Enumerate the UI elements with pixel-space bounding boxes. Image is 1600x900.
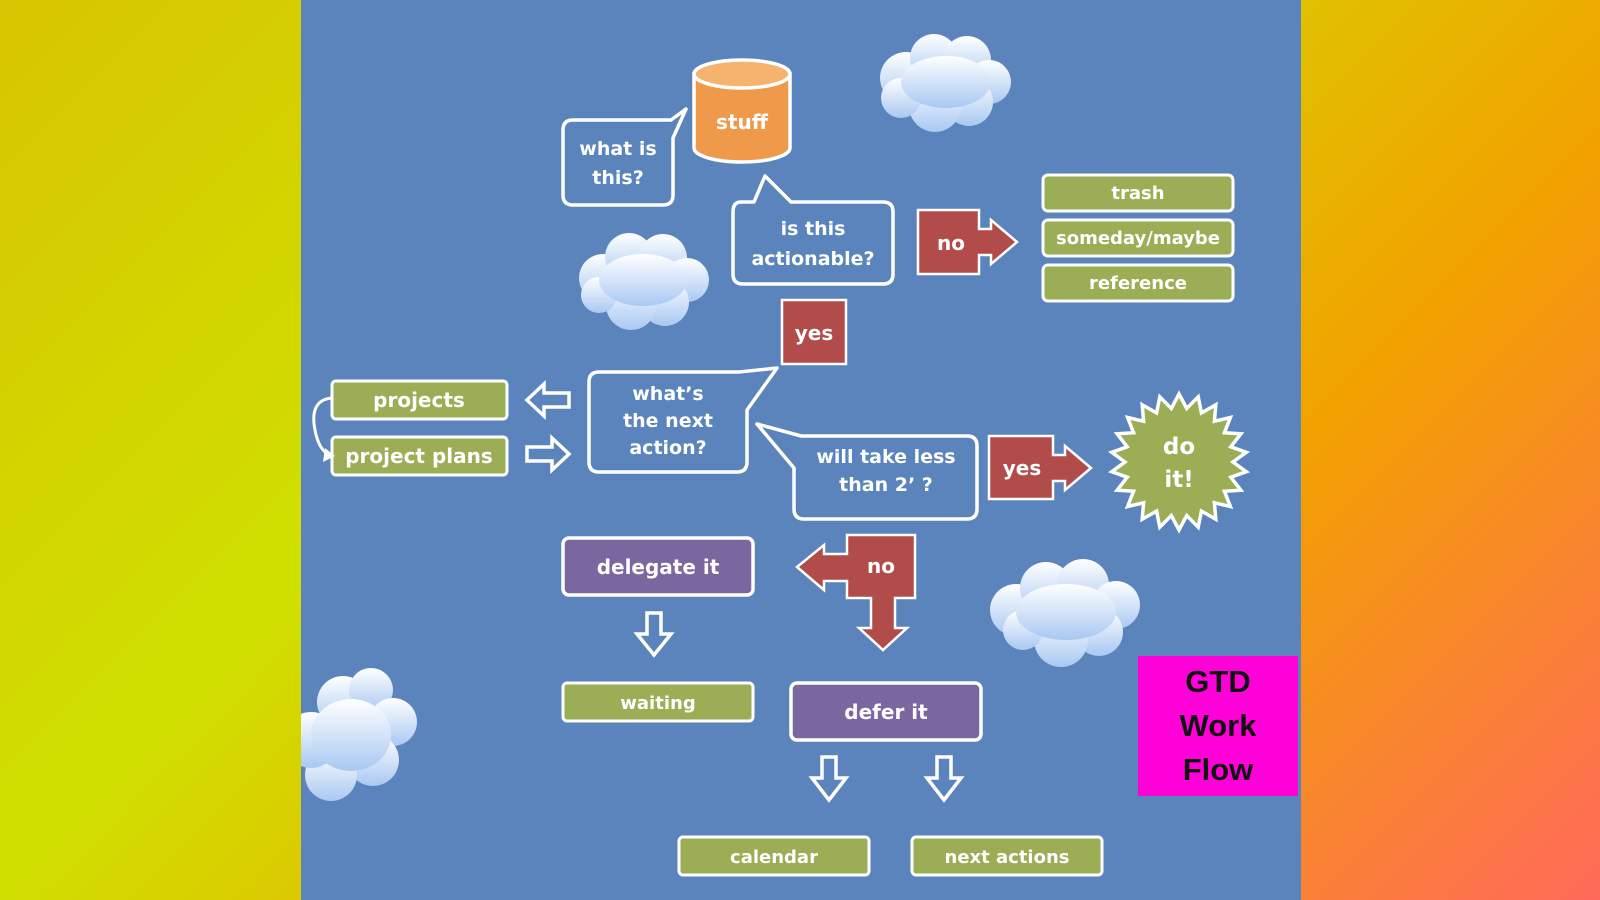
cloud-icon: [579, 233, 709, 330]
diagram-slide: stuff what is this? is this actionable? …: [301, 0, 1301, 900]
reference-label: reference: [1089, 273, 1187, 294]
calendar-label: calendar: [730, 847, 818, 868]
next-action-line-3: action?: [629, 437, 706, 459]
stuff-database: stuff: [692, 58, 792, 164]
calendar-box: calendar: [677, 835, 871, 877]
actionable-bubble: is this actionable?: [731, 174, 895, 286]
arrow-down-icon: [633, 611, 675, 658]
defer-it-box: defer it: [789, 681, 983, 742]
cloud-icon: [990, 559, 1140, 667]
next-actions-label: next actions: [945, 847, 1070, 868]
next-action-line-2: the next: [623, 410, 713, 432]
no-arrow-right: no: [916, 208, 1019, 276]
projects-label: projects: [373, 388, 465, 412]
yes-arrow-right: yes: [987, 434, 1093, 501]
actionable-line-1: is this: [781, 218, 846, 240]
next-action-line-1: what’s: [632, 383, 704, 405]
arrow-left-icon: [524, 379, 571, 421]
what-is-this-line-1: what is: [579, 138, 656, 160]
yes-right-label: yes: [1003, 456, 1042, 480]
actionable-line-2: actionable?: [751, 248, 874, 270]
next-action-bubble: what’s the next action?: [587, 366, 779, 474]
project-plans-box: project plans: [330, 435, 509, 477]
title-badge: GTD Work Flow: [1138, 656, 1298, 796]
next-actions-box: next actions: [910, 835, 1104, 877]
arrow-down-icon: [808, 755, 850, 803]
cloud-icon: [880, 34, 1011, 132]
do-it-line-2: it!: [1164, 467, 1193, 493]
less-than-two-minutes-bubble: will take less than 2’ ?: [755, 422, 979, 521]
gtd-flowchart: stuff what is this? is this actionable? …: [301, 34, 1251, 877]
yes-middle-label: yes: [795, 321, 834, 345]
what-is-this-bubble: what is this?: [561, 107, 688, 207]
trash-label: trash: [1111, 183, 1164, 204]
projects-link-connector: [312, 396, 333, 458]
no-top-label: no: [937, 231, 965, 255]
less-than-line-1: will take less: [816, 446, 955, 468]
cloud-icon: [301, 668, 417, 801]
yes-box-middle: yes: [780, 298, 848, 366]
arrow-right-icon: [525, 433, 572, 475]
starburst-icon: do it!: [1107, 390, 1251, 534]
projects-box: projects: [330, 379, 509, 421]
no-arrow-left-down: no: [795, 533, 917, 652]
less-than-line-2: than 2’ ?: [839, 474, 933, 496]
connector-arrowhead: [323, 448, 335, 462]
stuff-label: stuff: [716, 110, 769, 134]
project-plans-label: project plans: [345, 444, 493, 468]
arrow-down-icon: [923, 755, 965, 803]
what-is-this-line-2: this?: [592, 167, 643, 189]
reference-box: reference: [1041, 263, 1235, 303]
no-bottom-label: no: [867, 554, 895, 578]
delegate-label: delegate it: [597, 555, 720, 579]
do-it-line-1: do: [1163, 434, 1195, 460]
someday-maybe-box: someday/maybe: [1041, 218, 1235, 258]
trash-box: trash: [1041, 173, 1235, 213]
waiting-label: waiting: [620, 693, 695, 714]
page-title: GTD Work Flow: [1179, 664, 1257, 787]
waiting-box: waiting: [561, 681, 755, 723]
delegate-it-box: delegate it: [561, 536, 755, 597]
defer-label: defer it: [844, 700, 928, 724]
someday-maybe-label: someday/maybe: [1056, 228, 1220, 249]
